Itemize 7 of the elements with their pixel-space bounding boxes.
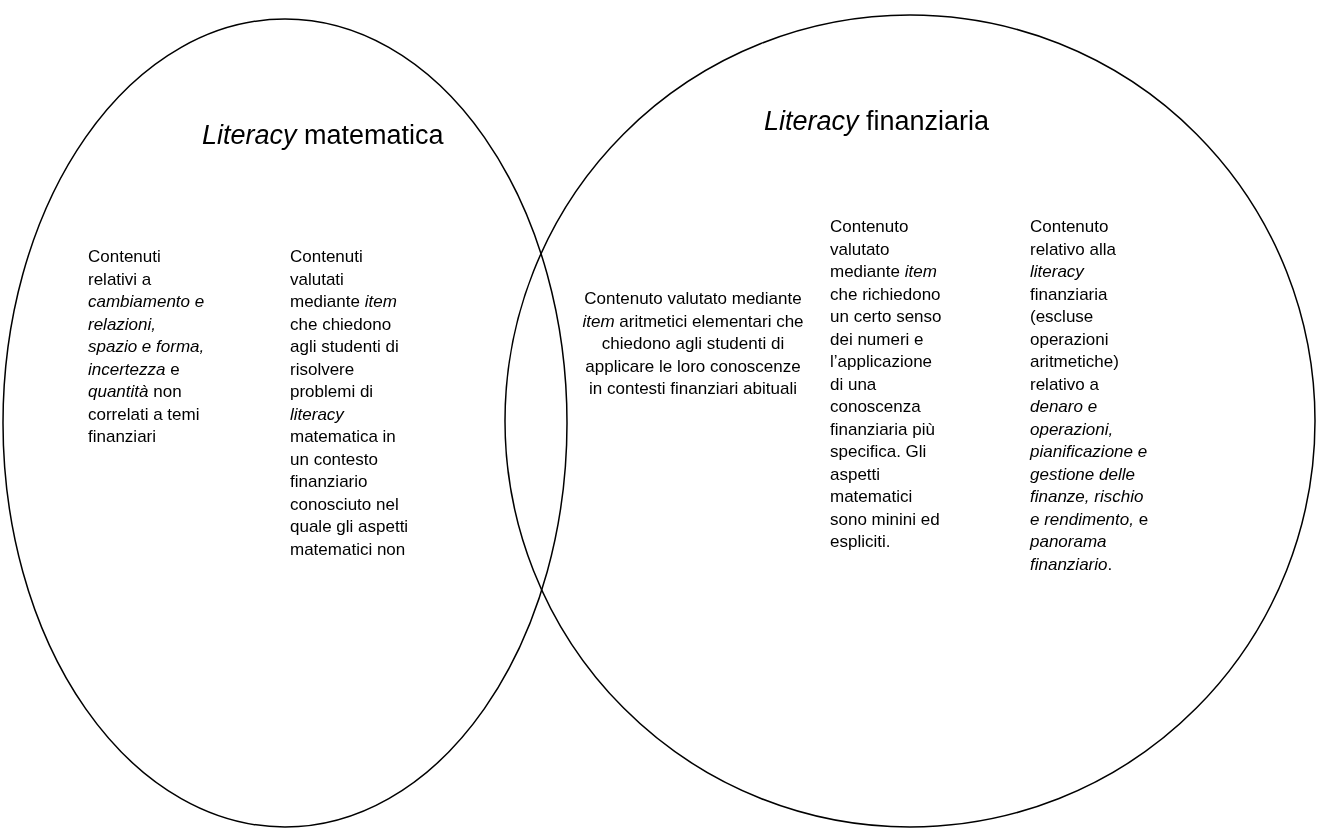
content-description: Contenuto relativo alla literacy finanziaria (escluse operazioni aritmetiche) relativo a denaro e operazioni, pianificazione e gestione delle finanze, rischio e rendimento, e panorama finanziario.: [1030, 216, 1150, 576]
set-heading: Literacy matematica: [202, 120, 444, 151]
content-description: Contenuto valutato mediante item aritmetici elementari che chiedono agli studenti di applicare le loro conoscenze in contesti finanziari abituali: [582, 288, 804, 400]
content-description: Contenuti valutati mediante item che chiedono agli studenti di risolvere problemi di literacy matematica in un contesto finanziario conosciuto nel quale gli aspetti matematici non: [290, 246, 410, 561]
content-description: Contenuto valutato mediante item che richiedono un certo senso dei numeri e l’applicazione di una conoscenza finanziaria più specifica. Gli aspetti matematici sono minini ed espliciti.: [830, 216, 942, 553]
set-heading: Literacy finanziaria: [764, 106, 990, 137]
content-description: Contenuti relativi a cambiamento e relazioni, spazio e forma, incertezza e quantità non correlati a temi finanziari: [88, 246, 206, 448]
